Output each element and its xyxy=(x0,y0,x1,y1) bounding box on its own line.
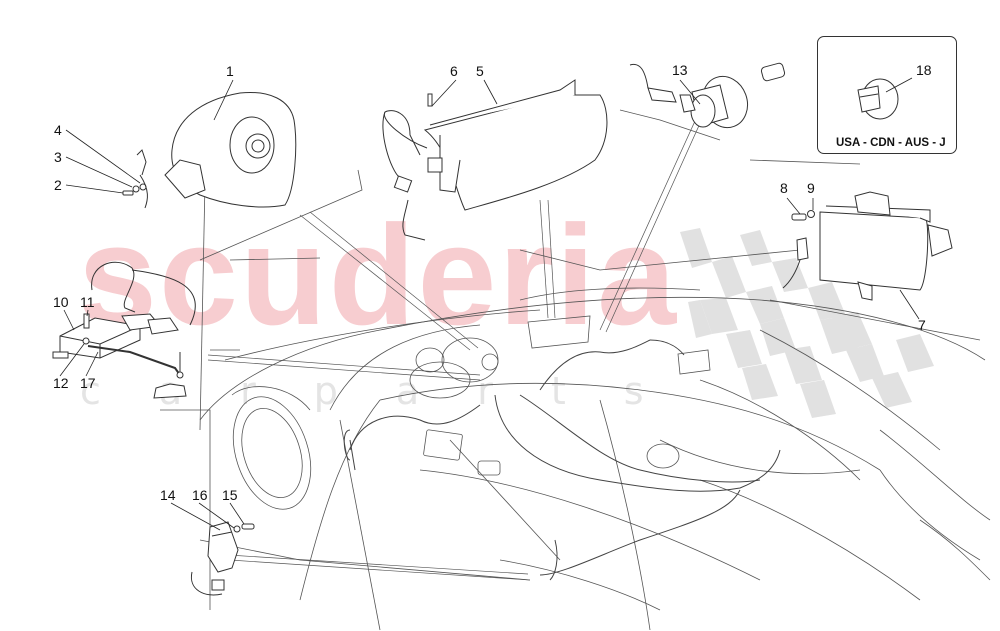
callout-2[interactable]: 2 xyxy=(54,177,62,193)
regional-inset-box xyxy=(817,36,957,154)
callout-14[interactable]: 14 xyxy=(160,487,176,503)
callout-3[interactable]: 3 xyxy=(54,149,62,165)
callout-12[interactable]: 12 xyxy=(53,375,69,391)
checkered-flag-watermark xyxy=(680,228,934,418)
wiring-harness xyxy=(343,339,781,581)
callout-11[interactable]: 11 xyxy=(80,294,95,310)
callout-6[interactable]: 6 xyxy=(450,63,458,79)
callout-16[interactable]: 16 xyxy=(192,487,208,503)
plug-part xyxy=(857,78,899,120)
leader-lines xyxy=(207,109,707,581)
control-unit-part xyxy=(52,261,196,399)
callout-4[interactable]: 4 xyxy=(54,122,62,138)
watermark-scuderia: scuderia xyxy=(78,196,679,355)
driver-airbag-part xyxy=(164,91,297,208)
callout-8[interactable]: 8 xyxy=(780,180,788,196)
callout-18[interactable]: 18 xyxy=(916,62,932,78)
passenger-airbag-part xyxy=(382,79,608,241)
callout-15[interactable]: 15 xyxy=(222,487,238,503)
regional-inset-label: USA - CDN - AUS - J xyxy=(832,137,950,149)
crash-sensor-part xyxy=(190,521,255,596)
callout-9[interactable]: 9 xyxy=(807,180,815,196)
callout-13[interactable]: 13 xyxy=(672,62,688,78)
knee-airbag-part xyxy=(782,191,953,301)
callout-10[interactable]: 10 xyxy=(53,294,69,310)
callout-5[interactable]: 5 xyxy=(476,63,484,79)
callout-1[interactable]: 1 xyxy=(226,63,234,79)
clock-spring-part xyxy=(629,62,786,129)
callout-7[interactable]: 7 xyxy=(918,317,926,333)
screw-washer-parts-2-4 xyxy=(122,149,148,209)
vehicle-outline xyxy=(160,109,991,631)
callout-17[interactable]: 17 xyxy=(80,375,96,391)
callout-leaders xyxy=(59,77,920,531)
